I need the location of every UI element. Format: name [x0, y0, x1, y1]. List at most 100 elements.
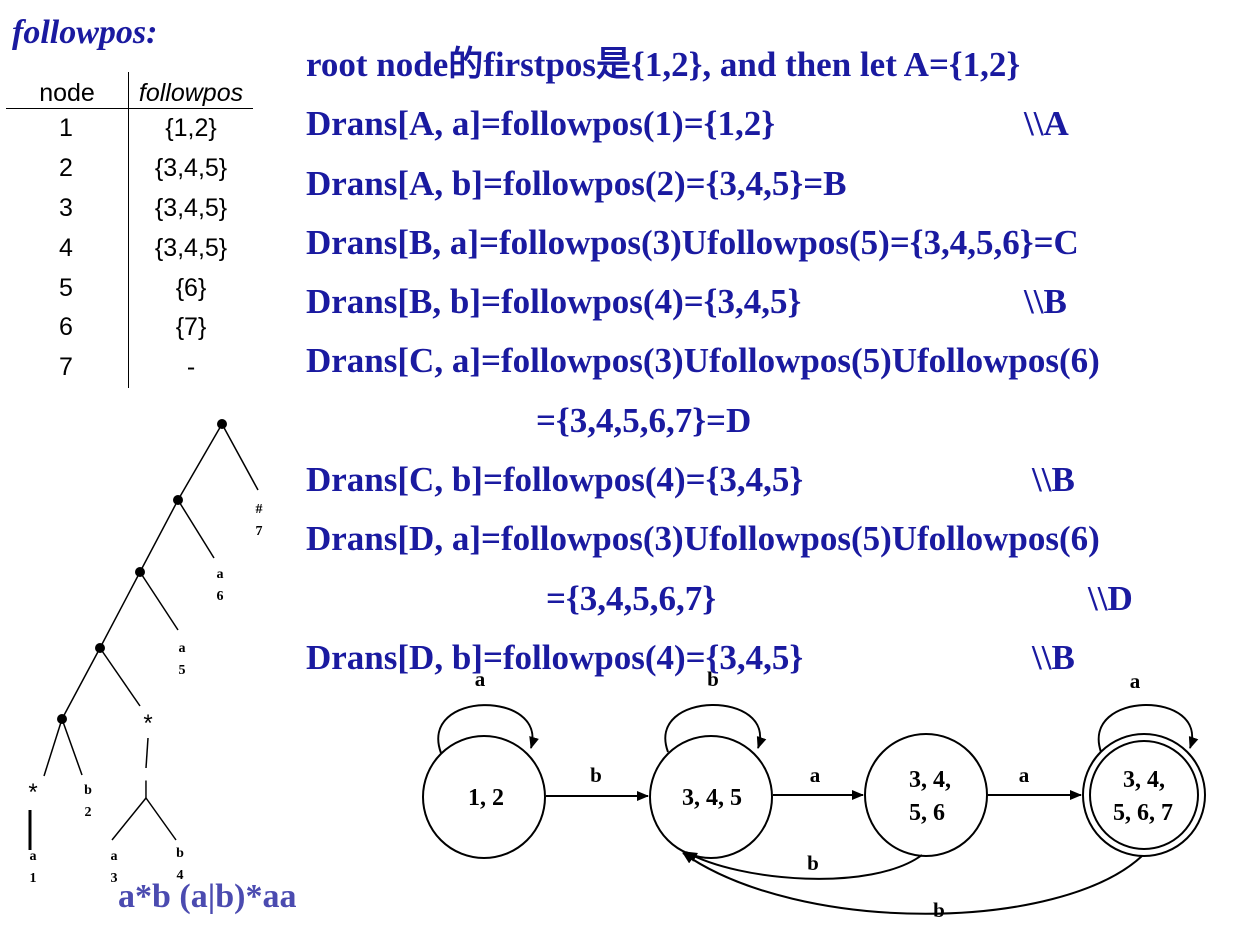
- derivation-text: Drans[A, b]=followpos(2)={3,4,5}=B: [306, 163, 847, 203]
- derivation-comment: \\B: [1032, 637, 1075, 677]
- derivation-comment: \\D: [1088, 578, 1133, 618]
- table-cell-followpos: -: [186, 353, 196, 382]
- derivation-comment: \\A: [1024, 104, 1069, 144]
- dfa-edge-C-B: [685, 851, 923, 880]
- derivation-line: Drans[C, a]=followpos(3)Ufollowpos(5)Ufo…: [306, 340, 1239, 399]
- derivation-line: Drans[C, b]=followpos(4)={3,4,5} \\B: [306, 459, 1239, 518]
- dfa-edge-D-B: [682, 852, 1143, 915]
- derivation-text: Drans[D, b]=followpos(4)={3,4,5}: [306, 637, 804, 677]
- derivation-comment: \\B: [1024, 282, 1067, 322]
- table-cell-followpos: {6}: [175, 273, 207, 302]
- dfa-edge-D-D: [1097, 704, 1199, 753]
- table-cell-followpos: {3,4,5}: [154, 193, 228, 222]
- cat-node: [95, 643, 105, 653]
- dfa-state-label: 3, 4,: [1123, 767, 1165, 793]
- dfa-edge-B-B: [664, 704, 767, 753]
- table-cell-node: 5: [6, 268, 129, 308]
- table-cell-followpos: {3,4,5}: [154, 233, 228, 262]
- dfa-edge-label: b: [590, 763, 602, 787]
- star-node: *: [28, 779, 37, 806]
- leaf-symbol: a: [217, 567, 224, 582]
- table-cell-node: 2: [6, 148, 129, 189]
- cat-node: [135, 567, 145, 577]
- leaf-position: 4: [177, 868, 184, 883]
- table-row: 3 {3,4,5}: [6, 188, 253, 229]
- derivation-line: Drans[B, a]=followpos(3)Ufollowpos(5)={3…: [306, 222, 1239, 281]
- derivation-text: Drans[B, a]=followpos(3)Ufollowpos(5)={3…: [306, 222, 1079, 262]
- dfa-edge-label: b: [707, 667, 719, 691]
- table-cell-node: 6: [6, 307, 129, 348]
- derivation-text: Drans[A, a]=followpos(1)={1,2}: [306, 104, 775, 144]
- derivation-text: Drans[D, a]=followpos(3)Ufollowpos(5)Ufo…: [306, 519, 1100, 559]
- table-cell-followpos: {7}: [175, 313, 207, 342]
- table-row: 7-: [6, 347, 253, 388]
- derivation-text: Drans[B, b]=followpos(4)={3,4,5}: [306, 282, 802, 322]
- page-heading: followpos:: [12, 14, 158, 51]
- dfa-state-B: [649, 735, 773, 859]
- leaf-symbol: b: [84, 783, 92, 798]
- dfa-edge-label: b: [807, 851, 819, 875]
- cat-node: [217, 419, 227, 429]
- derivation-line: Drans[D, b]=followpos(4)={3,4,5} \\B: [306, 637, 1239, 696]
- dfa-state-label: 3, 4,: [909, 767, 951, 793]
- table-cell-followpos: {1,2}: [165, 114, 217, 143]
- table-cell-followpos: {3,4,5}: [154, 154, 228, 183]
- star-node: *: [143, 710, 152, 737]
- leaf-position: 2: [85, 805, 92, 820]
- table-header-followpos: followpos: [128, 72, 253, 109]
- dfa-state-C: [864, 733, 988, 857]
- followpos-table: node followpos 1{1,2} 2{3,4,5} 3{3,4,5} …: [6, 72, 253, 388]
- table-row: 1{1,2}: [6, 108, 253, 149]
- table-cell-node: 4: [6, 228, 129, 269]
- derivation-line: Drans[A, a]=followpos(1)={1,2} \\A: [306, 103, 1239, 162]
- cat-node: [57, 714, 67, 724]
- derivation-line: ={3,4,5,6,7} \\D: [306, 578, 1239, 637]
- leaf-symbol: #: [256, 502, 263, 517]
- table-row: 2 {3,4,5}: [6, 148, 253, 189]
- leaf-symbol: a: [111, 849, 118, 864]
- cat-node: [173, 495, 183, 505]
- derivation-text: Drans[C, b]=followpos(4)={3,4,5}: [306, 460, 804, 500]
- syntax-tree: [28, 423, 259, 850]
- derivation-comment: \\B: [1032, 460, 1075, 500]
- dfa-state-label: 3, 4, 5: [682, 785, 742, 811]
- dfa-edge-label: a: [1019, 763, 1030, 787]
- dfa-state-D: [1082, 733, 1206, 857]
- or-node: |: [144, 778, 149, 798]
- table-cell-node: 7: [6, 347, 129, 388]
- dfa-accepting-ring: [1089, 740, 1199, 850]
- leaf-position: 1: [30, 871, 37, 886]
- table-row: 6 {7}: [6, 307, 253, 348]
- derivation-line: Drans[B, b]=followpos(4)={3,4,5} \\B: [306, 281, 1239, 340]
- derivation-line: Drans[D, a]=followpos(3)Ufollowpos(5)Ufo…: [306, 518, 1239, 577]
- leaf-position: 7: [256, 524, 263, 539]
- dfa-state-label: 1, 2: [468, 785, 504, 811]
- derivation-text: ={3,4,5,6,7}=D: [536, 400, 752, 440]
- derivation-line: root node的firstpos是{1,2}, and then let A…: [306, 44, 1239, 103]
- regex-caption: a*b (a|b)*aa: [118, 878, 297, 915]
- leaf-position: 3: [111, 871, 118, 886]
- derivation-text: ={3,4,5,6,7}: [546, 578, 717, 618]
- leaf-symbol: a: [179, 641, 186, 656]
- table-header-node: node: [6, 72, 129, 109]
- table-row: 5 {6}: [6, 268, 253, 308]
- dfa-edge-A-A: [437, 704, 539, 754]
- dfa-state-label: 5, 6, 7: [1113, 800, 1173, 826]
- derivation-line: Drans[A, b]=followpos(2)={3,4,5}=B: [306, 163, 1239, 222]
- dfa-edge-label: a: [1130, 669, 1141, 693]
- syntax-tree-nodes: [57, 419, 227, 724]
- leaf-position: 6: [217, 589, 224, 604]
- leaf-symbol: b: [176, 846, 184, 861]
- derivation-text: root node的firstpos是{1,2}, and then let A…: [306, 45, 1021, 84]
- derivation-line: ={3,4,5,6,7}=D: [306, 400, 1239, 459]
- dfa-edge-label: a: [810, 763, 821, 787]
- dfa-edge-label: a: [475, 667, 486, 691]
- table-cell-node: 3: [6, 188, 129, 229]
- leaf-symbol: a: [30, 849, 37, 864]
- derivation-text: Drans[C, a]=followpos(3)Ufollowpos(5)Ufo…: [306, 341, 1100, 381]
- dfa-diagram: [422, 704, 1206, 915]
- table-row: 4 {3,4,5}: [6, 228, 253, 269]
- dfa-state-A: [422, 735, 546, 859]
- dfa-edge-label: b: [933, 898, 945, 922]
